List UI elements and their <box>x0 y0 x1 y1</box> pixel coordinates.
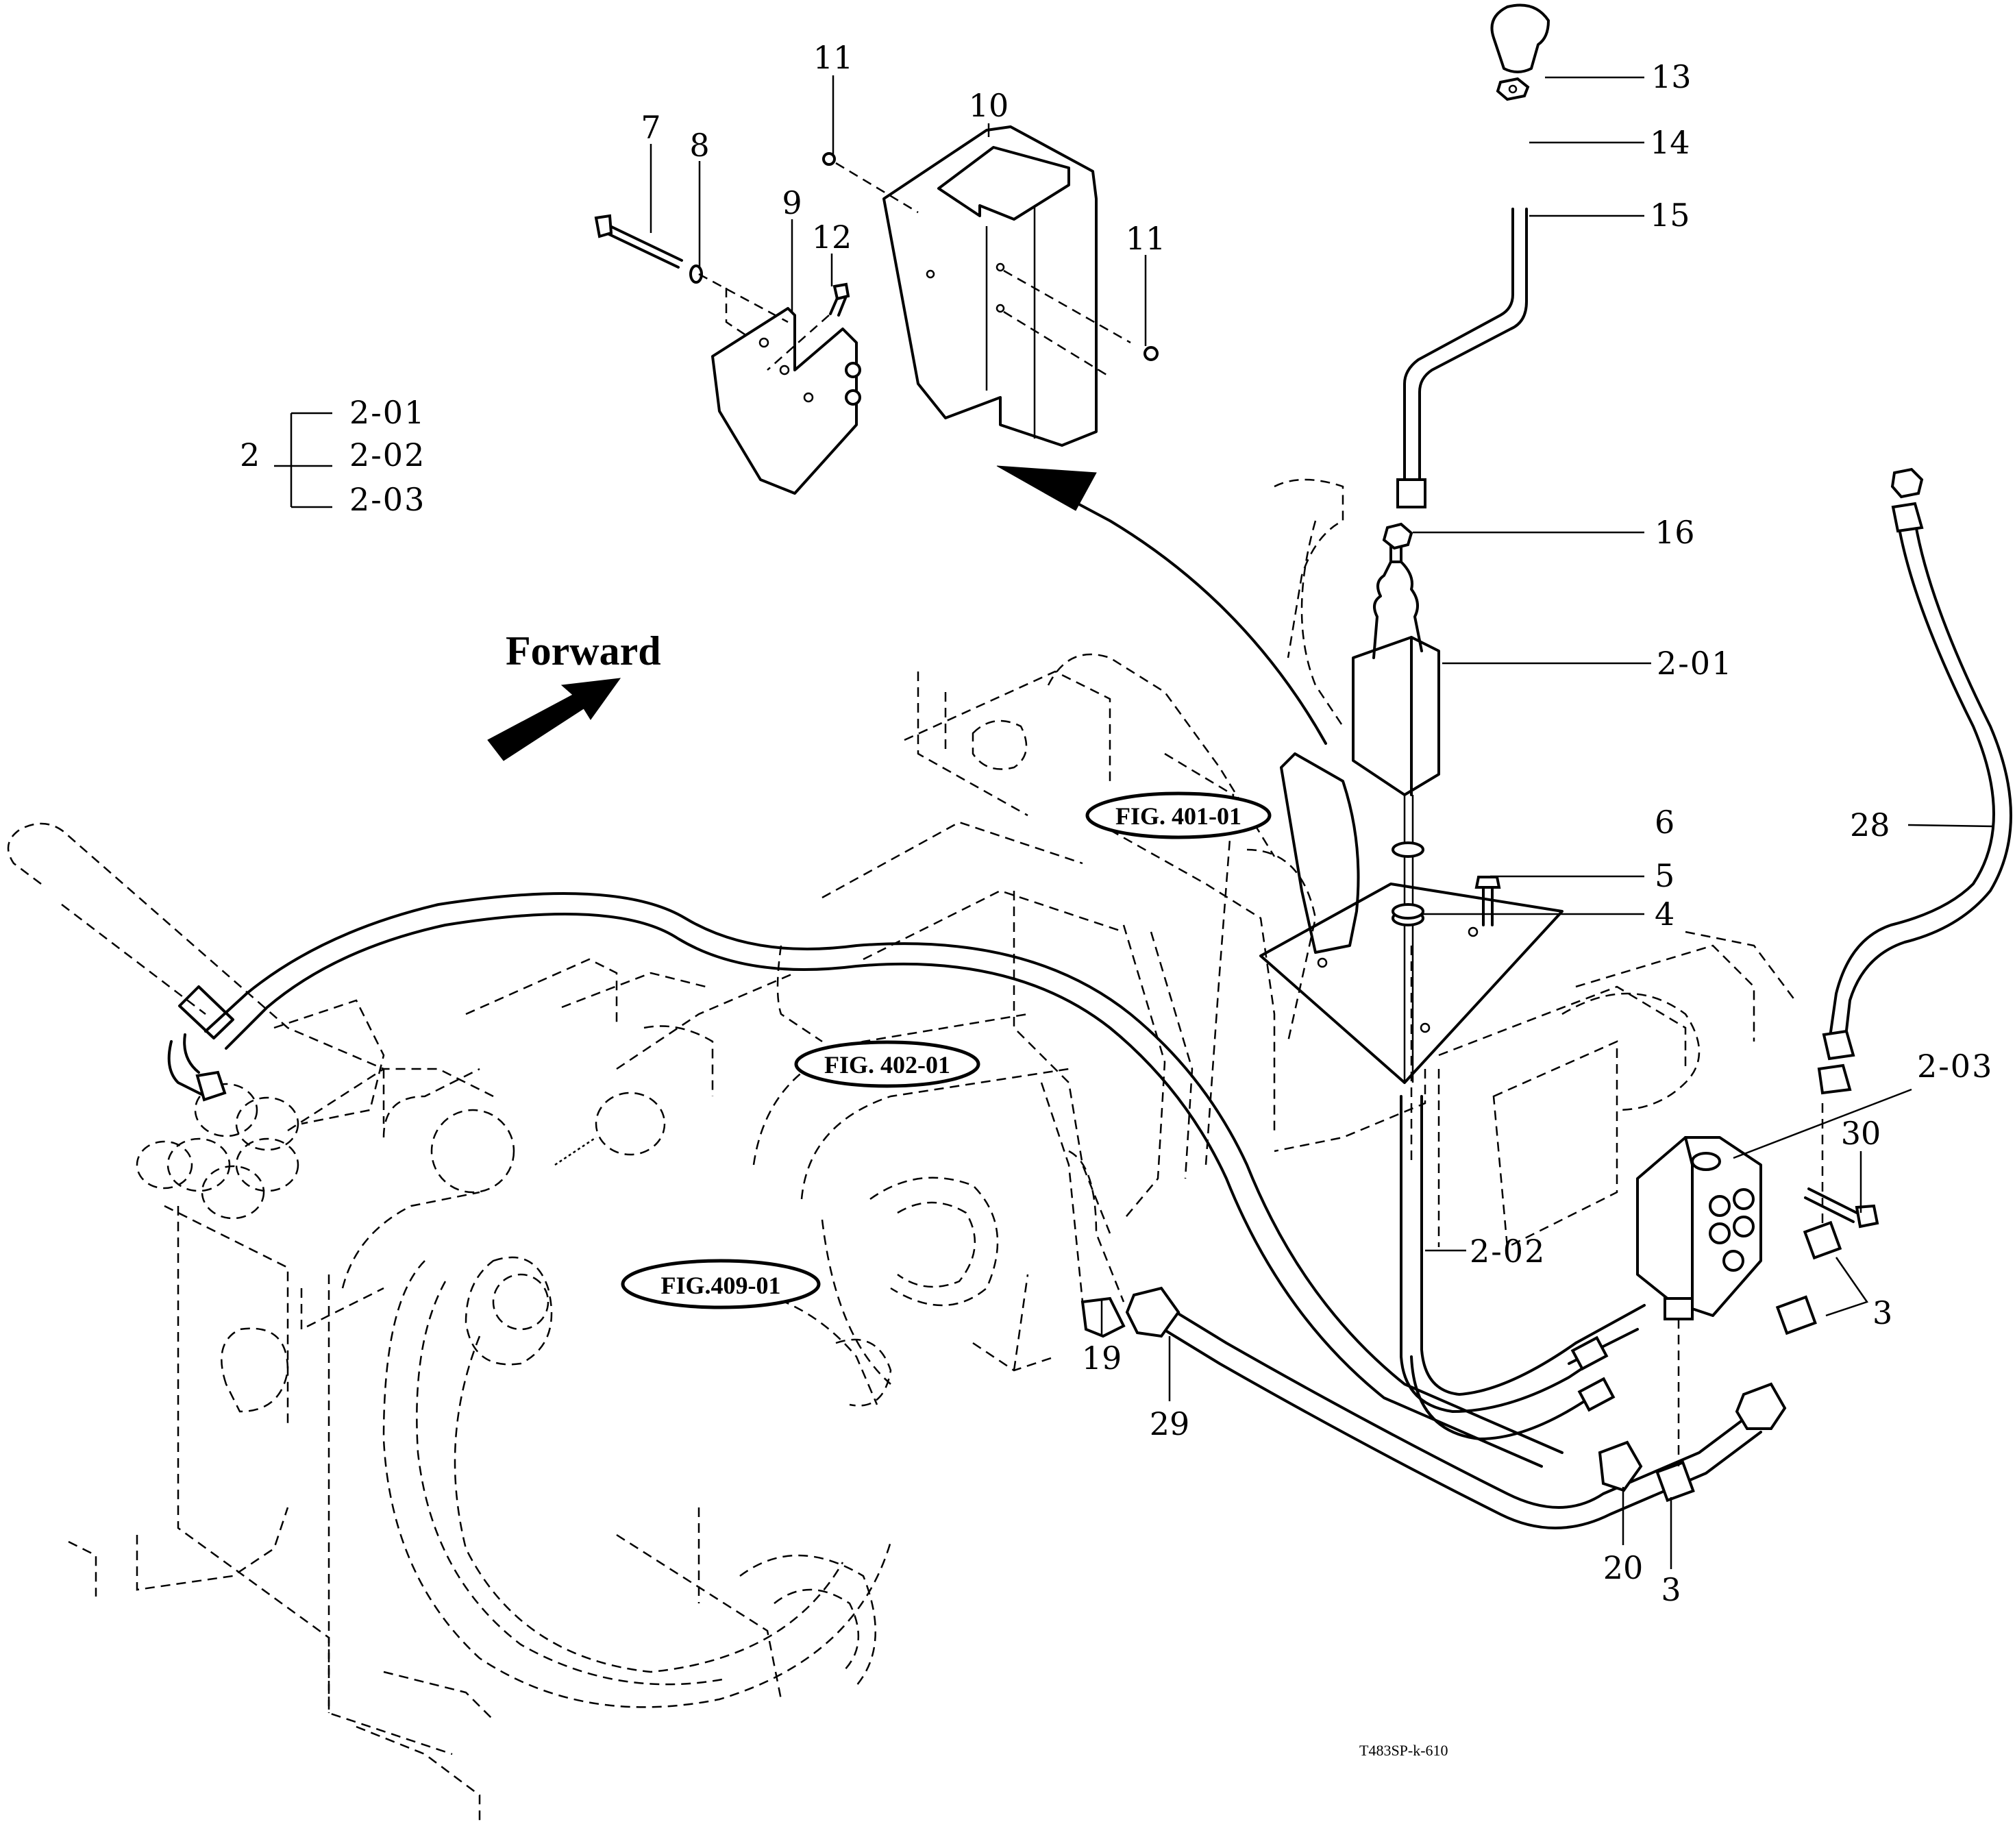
fig-reference-text: FIG.409-01 <box>661 1272 781 1299</box>
spool-valve-2-03 <box>1080 1103 1879 1503</box>
callout-19: 19 <box>1082 1340 1122 1377</box>
hydraulic-hose-29 <box>1125 1286 1787 1529</box>
callout-2-03: 2-03 <box>1917 1048 1993 1085</box>
control-cable-2-02 <box>1400 1095 1646 1440</box>
drawing-code: T483SP-k-610 <box>1359 1742 1448 1759</box>
control-valve-cluster <box>136 999 666 1331</box>
callout-30: 30 <box>1841 1115 1881 1152</box>
fig-reference-text: FIG. 401-01 <box>1115 802 1241 830</box>
callout-2-01: 2-01 <box>1657 645 1733 682</box>
callout-11: 11 <box>813 39 854 76</box>
callout-4: 4 <box>1655 896 1674 933</box>
callout-20: 20 <box>1603 1549 1644 1586</box>
callout-8: 8 <box>689 127 709 164</box>
callout-14: 14 <box>1650 124 1690 161</box>
bracket-detail <box>594 125 1159 495</box>
hydraulic-hose-28 <box>1817 467 2012 1095</box>
detail-arrow <box>996 465 1327 745</box>
callout-29: 29 <box>1150 1405 1190 1442</box>
callout-3: 3 <box>1661 1571 1681 1608</box>
leader-lines <box>650 75 1994 1569</box>
callout-7: 7 <box>641 109 660 146</box>
callout-6: 6 <box>1655 804 1674 841</box>
callout-10: 10 <box>969 87 1009 124</box>
callout-5: 5 <box>1655 857 1674 894</box>
legend-child-2-02: 2-02 <box>349 436 425 473</box>
legend-parent: 2 <box>240 436 260 473</box>
fig-reference-401-01[interactable]: FIG. 401-01 <box>1085 791 1272 839</box>
forward-arrow-icon <box>487 678 621 761</box>
callout-28: 28 <box>1850 806 1890 843</box>
callout-16: 16 <box>1655 514 1695 551</box>
control-lever-assembly <box>1259 3 1563 1084</box>
fig-reference-text: FIG. 402-01 <box>824 1051 950 1079</box>
forward-label: Forward <box>506 628 661 674</box>
hydraulic-hose-main <box>167 892 1563 1468</box>
callout-15: 15 <box>1650 197 1690 234</box>
legend-child-2-03: 2-03 <box>349 481 425 518</box>
callout-9: 9 <box>782 184 802 221</box>
fig-reference-402-01[interactable]: FIG. 402-01 <box>794 1040 980 1088</box>
fig-reference-409-01[interactable]: FIG.409-01 <box>621 1259 821 1309</box>
callout-2-02: 2-02 <box>1470 1233 1546 1270</box>
callout-3: 3 <box>1872 1294 1892 1331</box>
callout-12: 12 <box>812 219 852 256</box>
callout-13: 13 <box>1651 58 1692 95</box>
legend-child-2-01: 2-01 <box>349 394 425 431</box>
callouts: 11 10 7 8 9 12 11 13 14 15 16 2-01 6 5 4… <box>641 39 1993 1608</box>
engine-phantom-outline <box>7 478 1796 1823</box>
callout-11: 11 <box>1126 220 1166 257</box>
assembly-legend: 2 2-01 2-02 2-03 <box>240 394 425 518</box>
